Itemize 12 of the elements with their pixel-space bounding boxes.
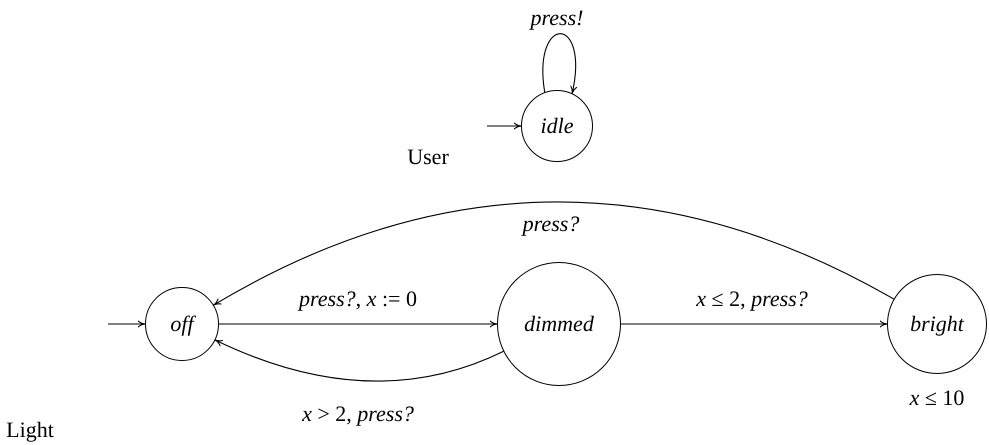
automaton-name: Light xyxy=(6,419,54,441)
edge-label: press? xyxy=(522,213,580,235)
edge-label: press?, x := 0 xyxy=(299,288,417,310)
automaton-name: User xyxy=(407,146,449,168)
edge-label: x ≤ 2, press? xyxy=(696,288,808,310)
edge-label: x > 2, press? xyxy=(302,403,414,425)
edge-label: press! xyxy=(530,7,584,29)
state-name: bright xyxy=(910,313,964,335)
state-invariant: x ≤ 10 xyxy=(910,387,964,409)
state-name: idle xyxy=(540,115,574,137)
state-name: off xyxy=(170,313,194,335)
state-name: dimmed xyxy=(524,313,594,335)
